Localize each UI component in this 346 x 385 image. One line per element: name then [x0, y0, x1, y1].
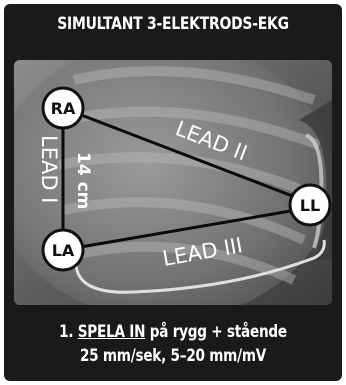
step-action: SPELA IN	[78, 322, 146, 342]
instruction-step: 1. SPELA IN på rygg + stående	[38, 322, 308, 342]
step-number: 1.	[59, 322, 73, 342]
electrode-ra-label: RA	[51, 99, 76, 118]
electrode-la-label: LA	[52, 241, 75, 260]
electrode-ll-label: LL	[300, 196, 320, 215]
distance-label: 14 cm	[73, 152, 93, 209]
recording-settings: 25 mm/sek, 5–20 mm/mV	[38, 346, 308, 366]
card-title: SIMULTANT 3-ELEKTRODS-EKG	[34, 14, 311, 34]
electrode-diagram: RA LA LL LEAD II LEAD III LEAD I 14 cm	[14, 60, 332, 305]
electrode-ll: LL	[290, 185, 330, 225]
lead-i-label: LEAD I	[37, 135, 61, 203]
chest-photo: RA LA LL LEAD II LEAD III LEAD I 14 cm	[14, 60, 332, 305]
electrode-la: LA	[43, 230, 83, 270]
electrode-ra: RA	[43, 88, 83, 128]
step-rest: på rygg + stående	[150, 322, 287, 342]
